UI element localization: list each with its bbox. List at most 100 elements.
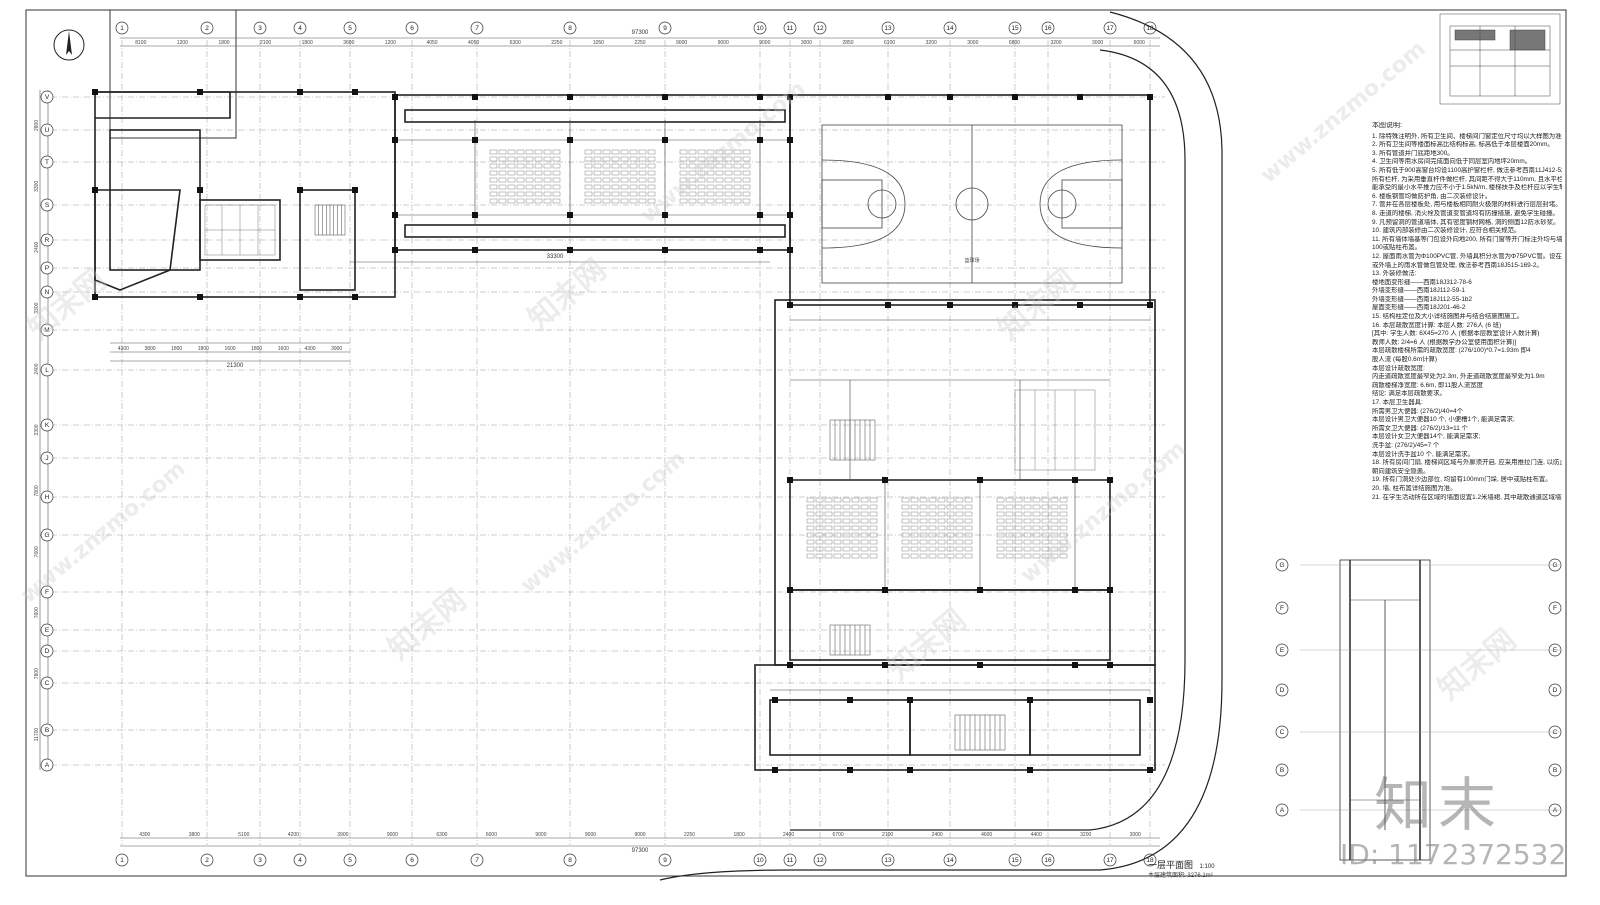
grid-bubble-bottom-8: 8 [563, 853, 577, 867]
desk [1032, 504, 1041, 510]
svg-text:10: 10 [756, 25, 764, 32]
top-dimension-label: 3000 [967, 40, 978, 46]
column [885, 302, 891, 308]
desk [1059, 511, 1068, 517]
desk [688, 163, 697, 169]
desk [1050, 539, 1059, 545]
desk [688, 198, 697, 204]
desk [638, 177, 647, 183]
desk [824, 553, 833, 559]
svg-text:3: 3 [258, 25, 262, 32]
left-dimension-label: 2400 [34, 363, 40, 374]
desk [706, 177, 715, 183]
svg-text:K: K [45, 422, 50, 429]
desk [697, 163, 706, 169]
desk [955, 532, 964, 538]
desk [620, 163, 629, 169]
desk [620, 149, 629, 155]
desk [955, 525, 964, 531]
svg-text:G: G [1279, 562, 1284, 569]
desk [715, 198, 724, 204]
desk [901, 532, 910, 538]
desk [919, 539, 928, 545]
bottom-dimension-label: 2400 [932, 832, 943, 838]
desk [806, 511, 815, 517]
column [1077, 302, 1083, 308]
top-dimension-label: 6100 [884, 40, 895, 46]
svg-text:C: C [1553, 729, 1558, 736]
desk [919, 553, 928, 559]
corner-block [109, 9, 237, 139]
desk [833, 546, 842, 552]
desk [928, 497, 937, 503]
desk [489, 149, 498, 155]
desk [679, 156, 688, 162]
grid-bubble-left-T: T [40, 155, 54, 169]
column [1027, 767, 1033, 773]
bottom-dimension-label: 4600 [981, 832, 992, 838]
svg-text:5: 5 [348, 857, 352, 864]
column [92, 187, 98, 193]
note-line: 20. 墙, 柱布置详结施图为准。 [1372, 484, 1457, 492]
grid-bubble-left-N: N [40, 285, 54, 299]
svg-text:F: F [1280, 605, 1284, 612]
note-line: 所需男卫大便器: (276/2)/40=4个 [1372, 407, 1464, 415]
bottom-dimension-label: 4200 [288, 832, 299, 838]
desk [611, 191, 620, 197]
desk [733, 149, 742, 155]
grid-bubble-right-B: B [1275, 763, 1289, 777]
desk [996, 497, 1005, 503]
desk [1005, 539, 1014, 545]
desk [543, 149, 552, 155]
desk [543, 198, 552, 204]
desk [996, 546, 1005, 552]
desk [647, 170, 656, 176]
desk [928, 525, 937, 531]
svg-text:3: 3 [258, 857, 262, 864]
desk [697, 170, 706, 176]
desk [946, 546, 955, 552]
desk [647, 184, 656, 190]
desk [679, 149, 688, 155]
desk [833, 553, 842, 559]
stair-detail-plan [1300, 559, 1560, 861]
note-line: 18. 所有房间门扇, 楼梯间区域与外廊须开启, 应采用推拉门连, 以防止恶小 [1372, 459, 1562, 467]
grid-bubble-top-12: 12 [813, 21, 827, 35]
desk [964, 539, 973, 545]
desk [919, 546, 928, 552]
desk [516, 170, 525, 176]
desk [1050, 553, 1059, 559]
site-boundary [659, 11, 1223, 881]
grid-bubble-left-G: G [40, 528, 54, 542]
grid-bubble-top-1: 1 [115, 21, 129, 35]
svg-text:E: E [1553, 647, 1558, 654]
column [662, 94, 668, 100]
desk [688, 177, 697, 183]
desk [919, 504, 928, 510]
desk [946, 497, 955, 503]
desk [806, 546, 815, 552]
desk [724, 177, 733, 183]
notes-heading: 本图说明: [1372, 122, 1402, 129]
note-line: 4. 卫生间等用水房间完成面向低于同层室内地坪20mm。 [1372, 158, 1532, 166]
column [297, 187, 303, 193]
mid-dimension-label: 4300 [118, 346, 129, 352]
note-line: 1. 除特殊注明外, 所有卫生间、楼梯间门窗定位尺寸均以大样图为准。 [1372, 132, 1562, 140]
grid-bubble-top-7: 7 [470, 21, 484, 35]
column [847, 697, 853, 703]
svg-text:17: 17 [1106, 25, 1114, 32]
desk [715, 149, 724, 155]
desk [806, 532, 815, 538]
column [907, 697, 913, 703]
desk [1059, 504, 1068, 510]
desk [842, 511, 851, 517]
note-line: 屋面变形缝——西南18J201-46-2 [1372, 304, 1466, 312]
desk [647, 198, 656, 204]
desk [620, 184, 629, 190]
grid-bubble-right-F: F [1275, 601, 1289, 615]
desk [733, 198, 742, 204]
desk [815, 518, 824, 524]
desk [964, 546, 973, 552]
svg-text:A: A [1280, 807, 1285, 814]
